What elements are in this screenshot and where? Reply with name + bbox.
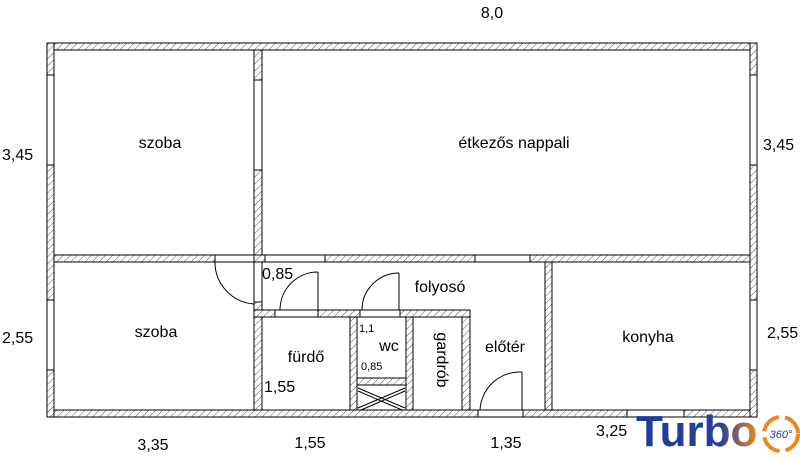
- openings: [46, 74, 758, 418]
- door-entrance: [479, 371, 523, 411]
- dim-bottom-2: 1,55: [294, 435, 325, 452]
- room-wardrobe: gardrób: [433, 332, 450, 387]
- room-bedroom-top: szoba: [139, 135, 182, 152]
- room-corridor: folyosó: [415, 279, 466, 296]
- dim-wc-length: 1,1: [359, 323, 374, 335]
- logo-badge: 360°: [770, 429, 793, 441]
- dim-right-top: 3,45: [763, 137, 794, 154]
- dim-bottom-4: 3,25: [596, 423, 627, 440]
- logo-text: Turbo: [636, 407, 757, 456]
- outer-walls: [46, 42, 758, 418]
- turbo360-logo: Turbo 360°: [636, 407, 800, 456]
- dim-left-top: 3,45: [2, 147, 33, 164]
- room-bathroom: fürdő: [288, 349, 325, 366]
- room-wc: wc: [378, 338, 399, 355]
- door-bathroom: [279, 271, 319, 311]
- dim-top-total: 8,0: [481, 5, 503, 22]
- dim-left-bottom: 2,55: [2, 330, 33, 347]
- room-living-dining: étkezős nappali: [458, 135, 569, 152]
- doors: [214, 261, 523, 411]
- door-bedroom-bottom: [214, 261, 255, 305]
- inner-walls: [53, 49, 751, 411]
- logo-arrows-icon: [762, 415, 800, 453]
- dim-bathroom-width: 1,55: [264, 379, 295, 396]
- dim-bottom-3: 1,35: [490, 435, 521, 452]
- dim-wc-width: 0,85: [361, 361, 382, 373]
- dim-bottom-1: 3,35: [137, 437, 168, 454]
- shaft-cross: [357, 387, 406, 411]
- dim-right-bottom: 2,55: [767, 325, 798, 342]
- room-bedroom-bottom: szoba: [135, 324, 178, 341]
- room-hall: előtér: [485, 339, 526, 356]
- door-wc: [361, 272, 400, 311]
- dim-corridor-width: 0,85: [262, 266, 293, 283]
- room-kitchen: konyha: [622, 329, 674, 346]
